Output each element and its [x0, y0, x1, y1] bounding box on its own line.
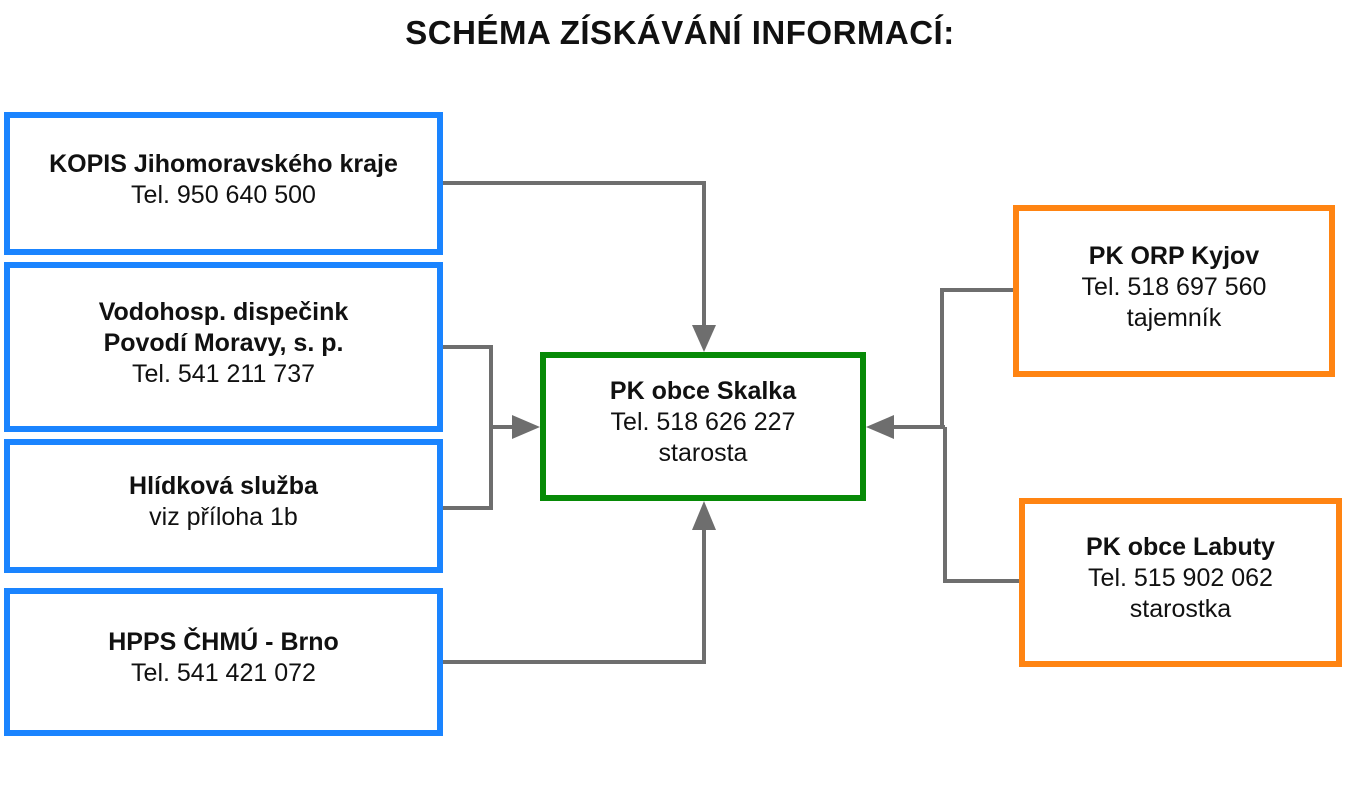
node-labuty-role: starostka [1129, 595, 1232, 623]
connector-hlidkova [443, 427, 493, 510]
node-kyjov-phone: Tel. 518 697 560 [1081, 272, 1267, 301]
node-center: PK obce Skalka Tel. 518 626 227 starosta [540, 352, 866, 501]
node-vodohosp-name-line2: Povodí Moravy, s. p. [103, 328, 344, 357]
node-kyjov-role: tajemník [1126, 303, 1222, 332]
arrow-kopis-to-center [692, 325, 716, 352]
node-hlidkova-note: viz příloha 1b [149, 503, 298, 531]
node-center-role: starosta [658, 439, 748, 467]
node-hlidkova-name: Hlídková služba [129, 472, 318, 500]
node-hlidkova: Hlídková služba viz příloha 1b [4, 439, 443, 573]
diagram-title: SCHÉMA ZÍSKÁVÁNÍ INFORMACÍ: [405, 14, 955, 51]
node-center-name: PK obce Skalka [609, 377, 797, 405]
node-kyjov: PK ORP Kyjov Tel. 518 697 560 tajemník [1013, 205, 1335, 377]
node-labuty-phone: Tel. 515 902 062 [1088, 564, 1273, 592]
arrow-right-to-center [866, 415, 894, 439]
node-vodohosp-name-line1: Vodohosp. dispečink [98, 297, 349, 326]
node-kyjov-name: PK ORP Kyjov [1088, 241, 1260, 270]
connector-kopis-to-center [443, 181, 706, 327]
node-labuty: PK obce Labuty Tel. 515 902 062 starostk… [1019, 498, 1342, 667]
connector-vodohosp [443, 345, 493, 427]
node-kopis: KOPIS Jihomoravského kraje Tel. 950 640 … [4, 112, 443, 255]
connector-hpps-to-center [443, 528, 706, 664]
node-vodohosp-phone: Tel. 541 211 737 [131, 359, 316, 388]
connector-kyjov [940, 288, 1013, 427]
arrow-left-to-center [512, 415, 540, 439]
node-hpps-name: HPPS ČHMÚ - Brno [108, 628, 339, 656]
node-labuty-name: PK obce Labuty [1086, 533, 1275, 561]
connector-labuty [943, 427, 1019, 583]
node-kopis-name: KOPIS Jihomoravského kraje [49, 149, 398, 178]
node-hpps-phone: Tel. 541 421 072 [131, 659, 316, 687]
node-center-phone: Tel. 518 626 227 [610, 408, 796, 436]
node-hpps: HPPS ČHMÚ - Brno Tel. 541 421 072 [4, 588, 443, 736]
arrow-hpps-to-center [692, 501, 716, 530]
node-kopis-phone: Tel. 950 640 500 [131, 180, 316, 209]
node-vodohosp: Vodohosp. dispečink Povodí Moravy, s. p.… [4, 262, 443, 432]
